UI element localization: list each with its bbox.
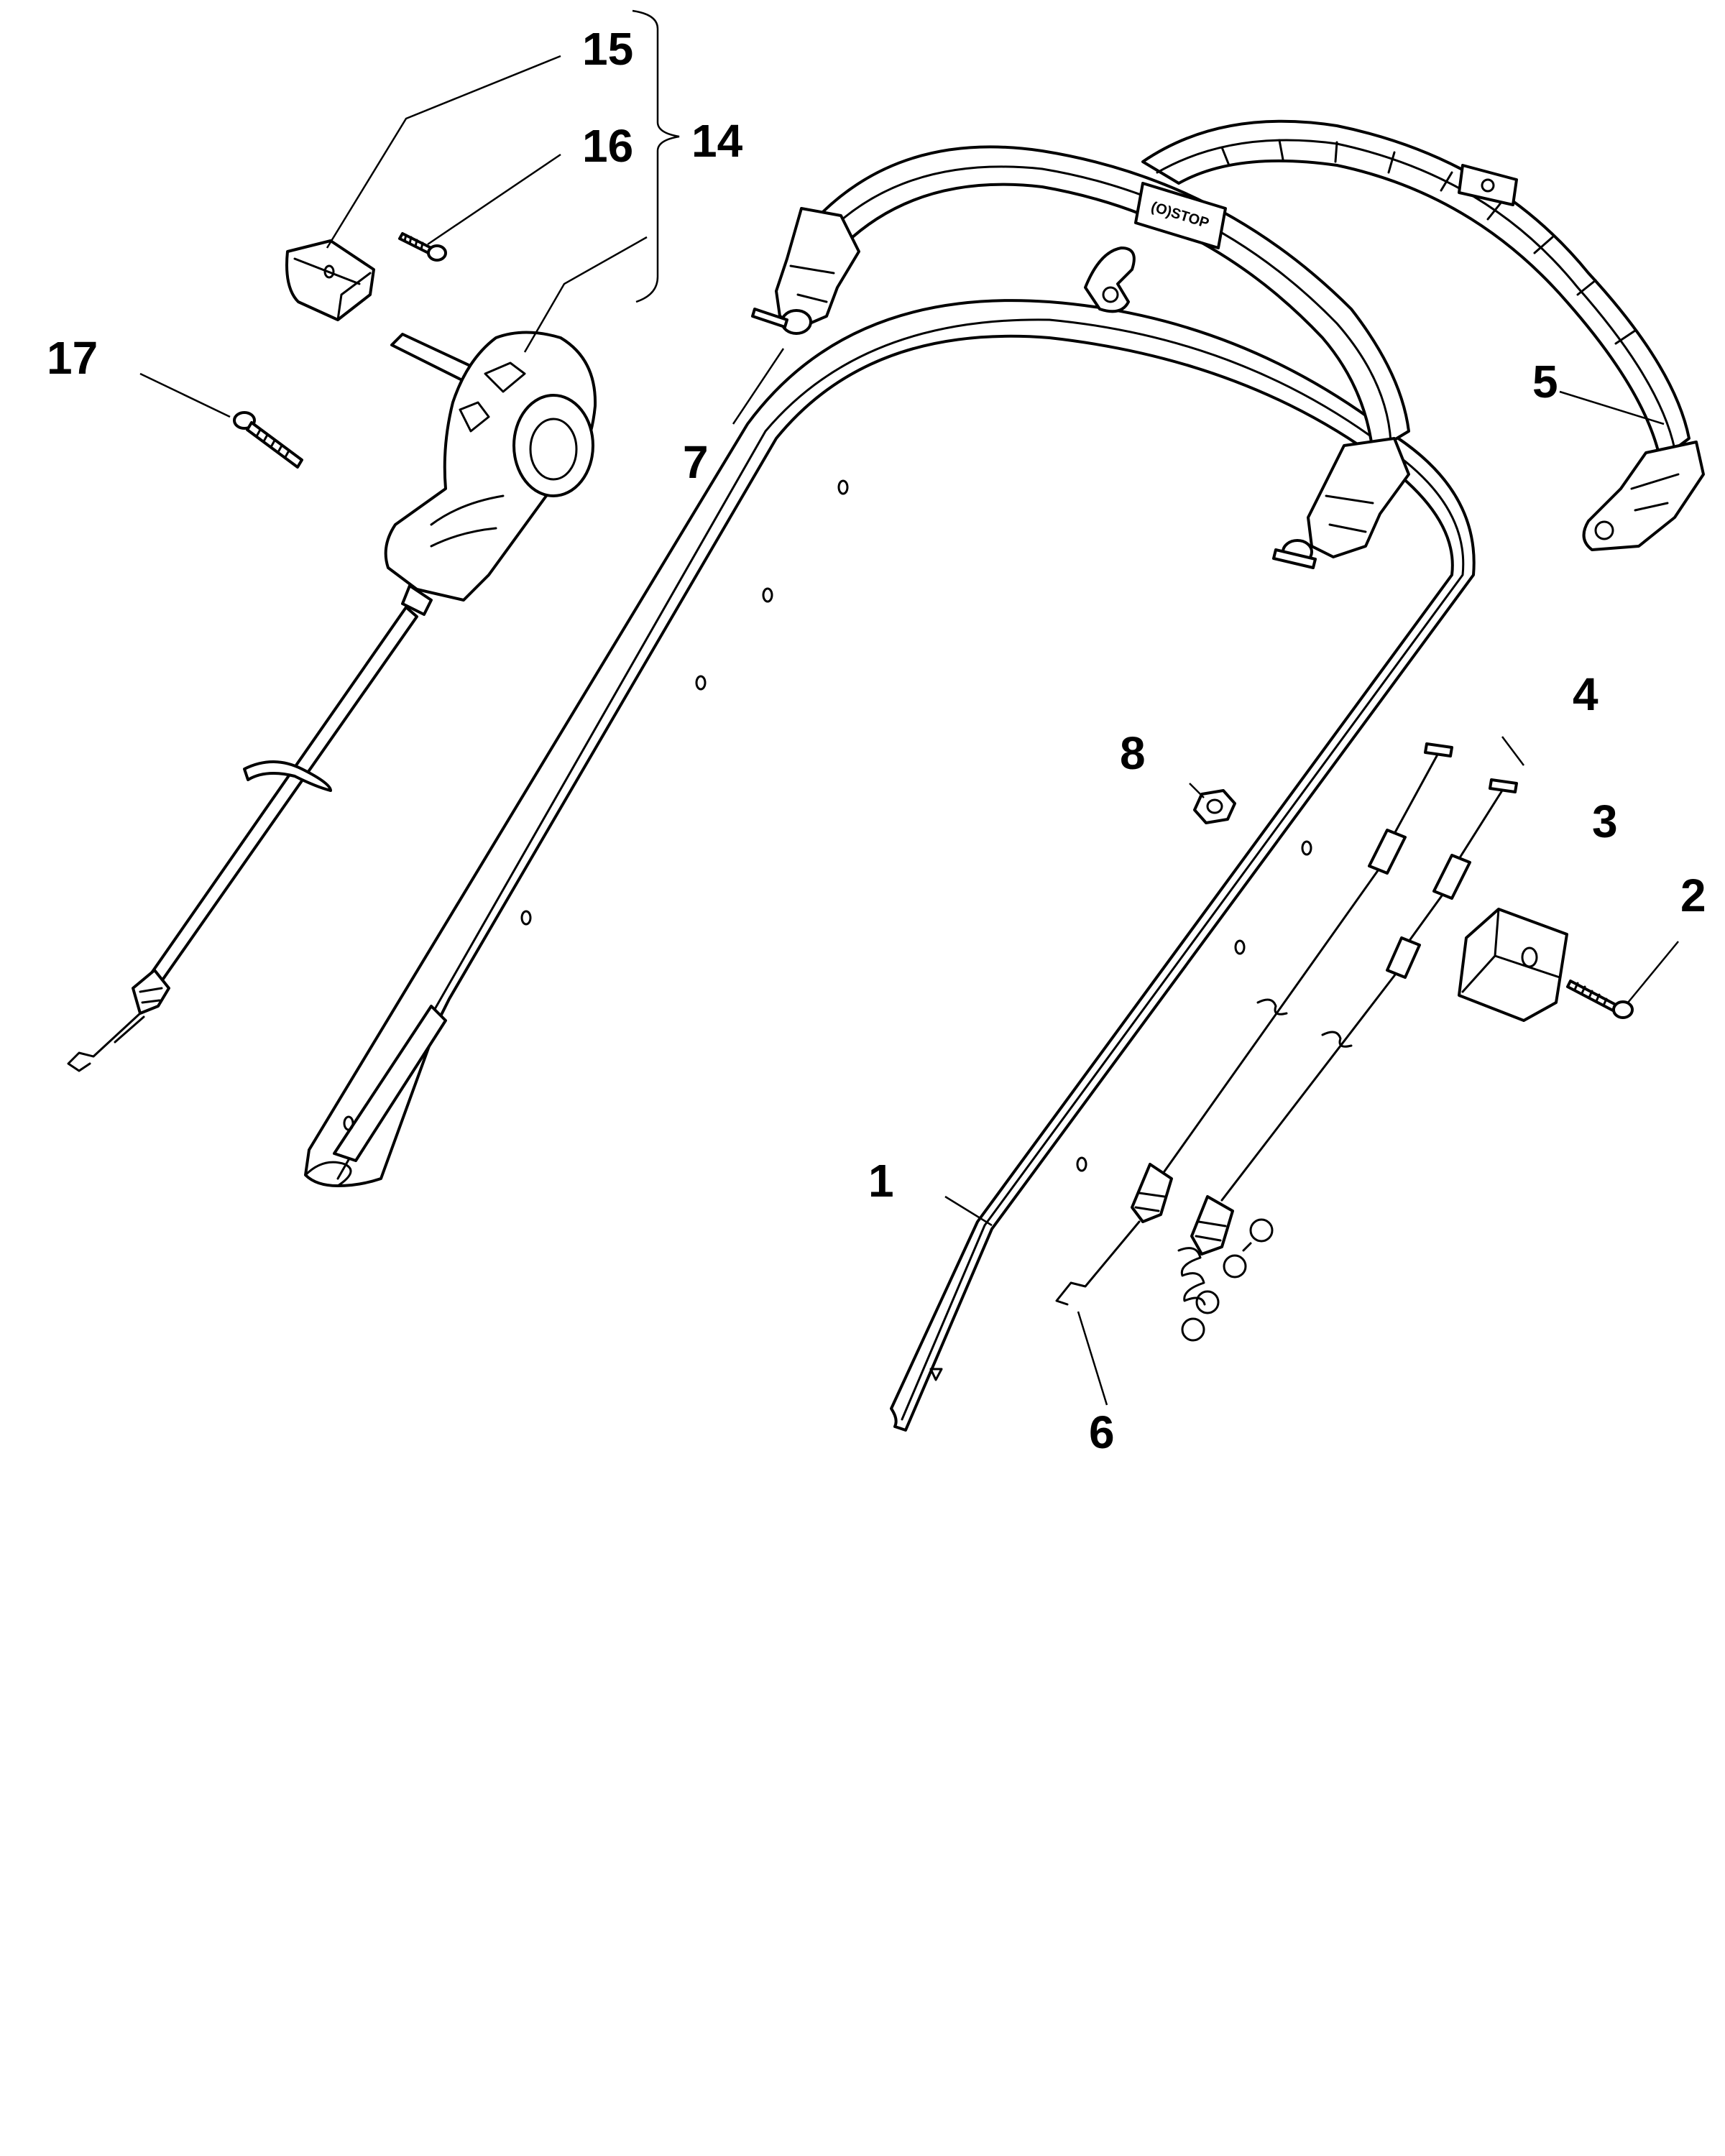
part-5-safety-bar: (O)STOP [1134,119,1705,551]
upper-handle-cable-clip [1084,247,1136,313]
callout-15: 15 [582,23,633,75]
upper-handle-right-bracket [1272,437,1410,569]
part-2-screw [1566,980,1634,1019]
callout-8: 8 [1120,727,1146,779]
callout-17: 17 [47,332,98,384]
callout-1: 1 [868,1155,894,1207]
callout-3: 3 [1592,796,1618,847]
leader-lines [139,9,1679,1406]
part-1-lower-handle [304,299,1476,1432]
stop-marking-pad: (O)STOP [1134,182,1227,249]
part-8-nut [1193,789,1236,824]
callout-2: 2 [1680,870,1706,921]
callout-4: 4 [1573,668,1598,720]
part-15-cover [285,239,375,321]
part-16-screw [398,232,447,262]
upper-handle-left-bracket [751,207,860,335]
callout-7: 7 [683,436,709,488]
callout-6: 6 [1089,1406,1115,1458]
callout-14: 14 [691,115,743,167]
part-17-screw [233,411,303,469]
callout-labels: 15 16 14 17 7 5 8 4 3 2 1 6 [47,23,1706,1458]
part-3-block [1458,908,1568,1022]
part-14-engine-control [67,331,597,1072]
callout-5: 5 [1532,356,1558,407]
upper-handle [751,145,1410,569]
part-4-drive-cables [1055,742,1518,1342]
callout-16: 16 [582,120,633,172]
